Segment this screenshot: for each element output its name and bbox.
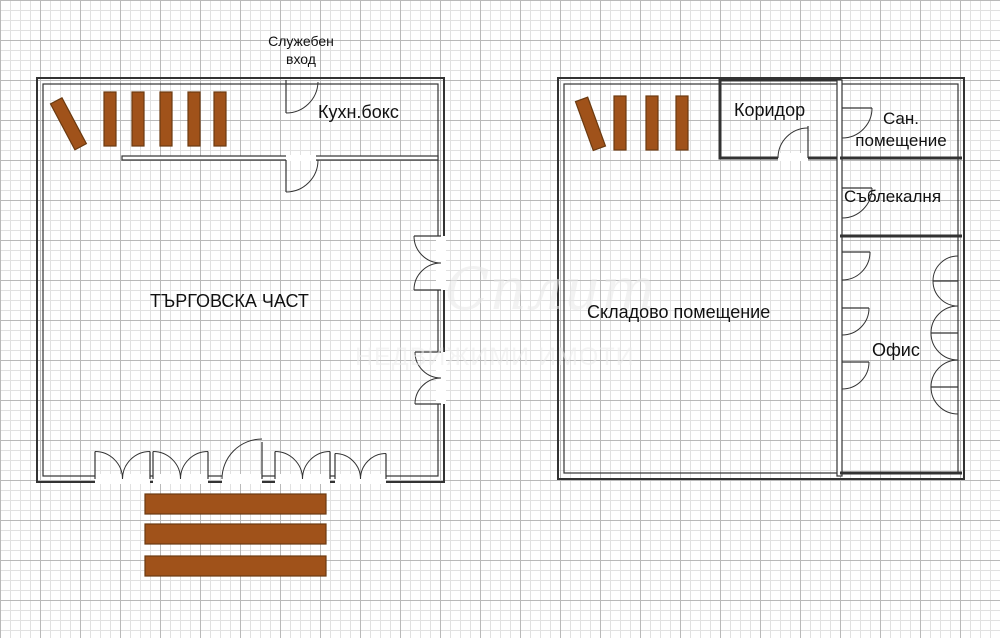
service-entrance-door[interactable] — [285, 80, 319, 114]
side-door-2[interactable] — [414, 351, 446, 405]
office-outer-door-2[interactable] — [930, 305, 959, 361]
entrance-step — [144, 555, 327, 577]
office-inner-door-1[interactable] — [841, 251, 871, 281]
retail-label: ТЪРГОВСКА ЧАСТ — [150, 291, 309, 311]
right-outer-wall — [557, 77, 965, 480]
sanitary-line1: Сан. — [882, 109, 920, 128]
side-door-1[interactable] — [413, 235, 446, 291]
front-door-2[interactable] — [152, 451, 209, 485]
office-label: Офис — [872, 340, 920, 360]
sanitary-label: Сан. помещение — [844, 108, 958, 152]
left-outer-wall — [36, 77, 445, 483]
office-inner-door-3[interactable] — [841, 361, 870, 390]
office-outer-door-1[interactable] — [932, 255, 959, 307]
service-rooms-wall — [836, 79, 843, 477]
stair-step — [213, 91, 227, 147]
corridor-label: Коридор — [734, 100, 806, 120]
stair-step — [675, 95, 689, 151]
stair-step — [103, 91, 117, 147]
entrance-step — [144, 523, 327, 545]
stair-step — [159, 91, 173, 147]
corridor-door[interactable] — [777, 126, 809, 161]
left-building — [36, 77, 446, 485]
front-door-4[interactable] — [274, 451, 331, 485]
stair-step — [613, 95, 627, 151]
office-doors — [841, 251, 959, 415]
service-entrance-label: Служебен вход — [256, 32, 346, 68]
changing-room-label: Съблекалня — [844, 187, 942, 206]
kitchen-label: Кухн.бокс — [318, 102, 399, 122]
stair-elements — [49, 91, 689, 577]
entrance-step — [144, 493, 327, 515]
sanitary-door[interactable] — [841, 107, 873, 139]
kitchen-partition-wall — [121, 155, 439, 161]
kitchen-door[interactable] — [285, 155, 319, 193]
side-doors — [413, 235, 446, 405]
service-entrance-line1: Служебен — [268, 33, 334, 49]
front-door-1[interactable] — [94, 451, 151, 485]
front-doors — [94, 438, 387, 485]
stair-step — [645, 95, 659, 151]
front-door-5[interactable] — [334, 453, 387, 485]
stair-step — [49, 96, 88, 151]
right-inner-wall — [563, 83, 959, 474]
warehouse-label: Складово помещение — [587, 302, 771, 322]
front-door-3[interactable] — [221, 438, 263, 484]
stair-step — [187, 91, 201, 147]
stair-step — [574, 96, 607, 152]
service-entrance-line2: вход — [286, 51, 316, 67]
right-building — [557, 77, 965, 480]
office-inner-door-2[interactable] — [841, 307, 870, 336]
left-inner-wall — [42, 83, 439, 477]
stair-step — [131, 91, 145, 147]
office-outer-door-3[interactable] — [930, 359, 959, 415]
changing-room-door[interactable] — [841, 187, 873, 219]
sanitary-line2: помещение — [855, 131, 947, 150]
